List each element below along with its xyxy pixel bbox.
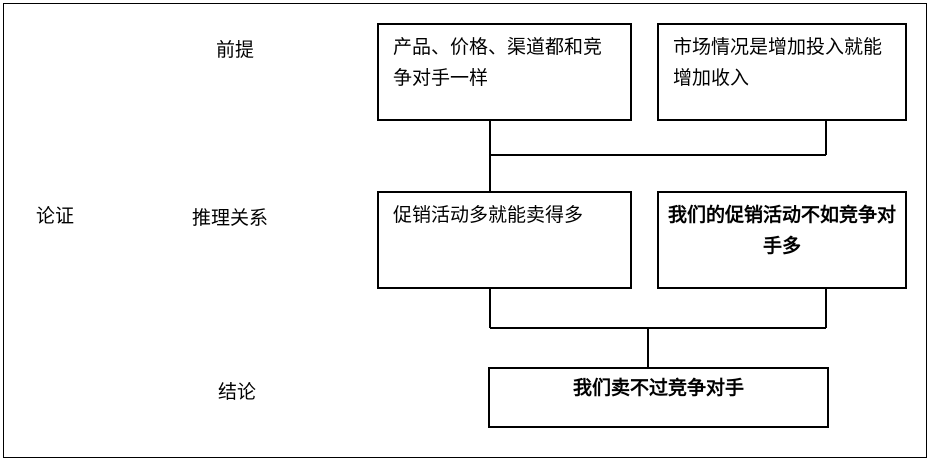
premise-label: 前提: [216, 39, 255, 61]
reasoning-label: 推理关系: [192, 207, 269, 229]
conclusion-label: 结论: [218, 381, 257, 403]
premise-box-left-text: 产品、价格、渠道都和竞争对手一样: [393, 36, 603, 89]
reasoning-box-left-text: 促销活动多就能卖得多: [393, 204, 584, 226]
premise-box-right-text: 市场情况是增加投入就能增加收入: [673, 36, 883, 89]
reasoning-box-right: 我们的促销活动不如竞争对手多: [657, 191, 907, 289]
premise-box-left: 产品、价格、渠道都和竞争对手一样: [377, 23, 632, 121]
diagram-frame: [3, 3, 927, 458]
conclusion-box: 我们卖不过竞争对手: [488, 367, 829, 428]
premise-box-right: 市场情况是增加投入就能增加收入: [657, 23, 907, 121]
reasoning-box-right-text: 我们的促销活动不如竞争对手多: [667, 204, 896, 257]
argument-label: 论证: [36, 205, 75, 227]
reasoning-box-left: 促销活动多就能卖得多: [377, 191, 632, 289]
conclusion-box-text: 我们卖不过竞争对手: [572, 377, 744, 399]
